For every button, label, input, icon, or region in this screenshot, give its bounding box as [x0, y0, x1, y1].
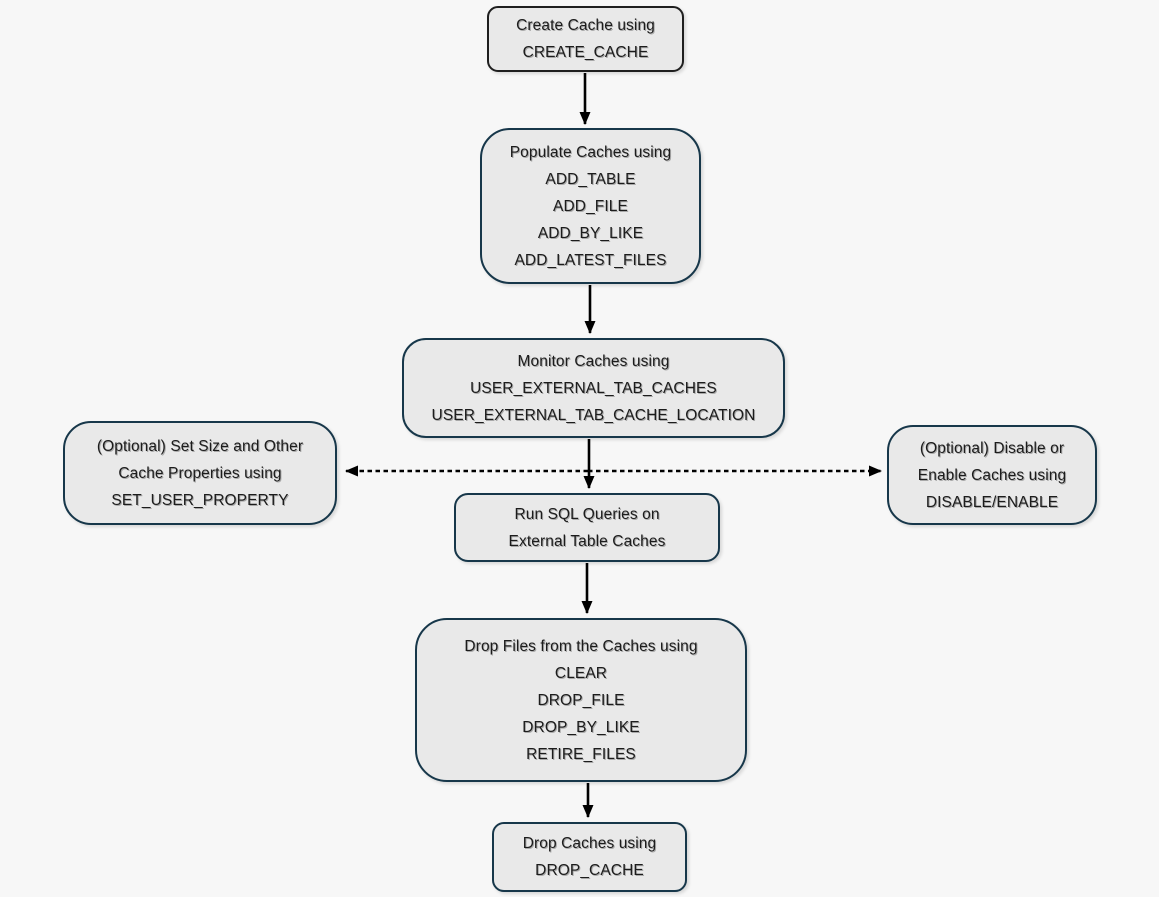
node-line: Drop Caches using [522, 835, 657, 852]
node-line: Monitor Caches using [517, 352, 670, 370]
node-line: RETIRE_FILES [526, 745, 636, 763]
node-run-sql-queries: Run SQL Queries on External Table Caches [454, 493, 720, 562]
node-monitor-caches: Monitor Caches using USER_EXTERNAL_TAB_C… [402, 338, 785, 438]
node-line: Create Cache using [516, 17, 655, 34]
node-line: ADD_FILE [553, 197, 628, 215]
node-line: SET_USER_PROPERTY [111, 491, 289, 509]
node-create-cache: Create Cache using CREATE_CACHE [487, 6, 684, 72]
node-line: ADD_BY_LIKE [537, 224, 644, 242]
node-line: Run SQL Queries on [514, 505, 660, 523]
node-line: (Optional) Set Size and Other [96, 437, 304, 455]
node-line: DISABLE/ENABLE [925, 493, 1059, 511]
node-line: Enable Caches using [917, 466, 1067, 484]
node-line: (Optional) Disable or [919, 439, 1065, 457]
node-set-cache-properties: (Optional) Set Size and Other Cache Prop… [63, 421, 337, 525]
node-line: External Table Caches [508, 532, 666, 550]
node-populate-caches: Populate Caches using ADD_TABLE ADD_FILE… [480, 128, 701, 284]
node-drop-caches: Drop Caches using DROP_CACHE [492, 822, 687, 892]
node-line: DROP_FILE [537, 691, 625, 709]
node-line: ADD_TABLE [545, 170, 636, 188]
node-line: Drop Files from the Caches using [464, 637, 698, 655]
node-disable-enable-caches: (Optional) Disable or Enable Caches usin… [887, 425, 1097, 525]
node-line: CLEAR [554, 664, 608, 682]
node-line: Populate Caches using [509, 143, 672, 161]
node-line: USER_EXTERNAL_TAB_CACHE_LOCATION [431, 406, 756, 424]
node-line: ADD_LATEST_FILES [514, 251, 667, 269]
node-line: DROP_CACHE [535, 862, 644, 879]
node-line: DROP_BY_LIKE [522, 718, 640, 736]
node-line: USER_EXTERNAL_TAB_CACHES [470, 379, 717, 397]
node-drop-files: Drop Files from the Caches using CLEAR D… [415, 618, 747, 782]
node-line: CREATE_CACHE [522, 44, 649, 61]
node-line: Cache Properties using [118, 464, 282, 482]
